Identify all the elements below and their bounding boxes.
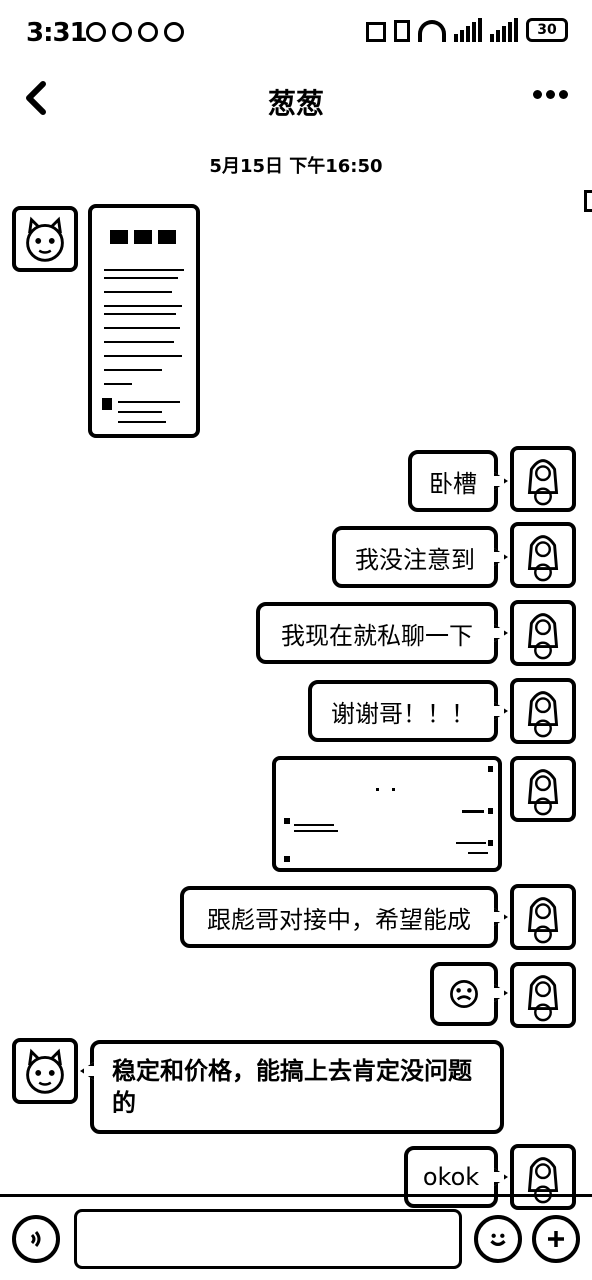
battery-level: 30 [537, 22, 557, 38]
self-avatar[interactable] [510, 962, 576, 1028]
notification-icon [86, 22, 106, 42]
plus-icon [548, 1231, 564, 1247]
self-avatar[interactable] [510, 446, 576, 512]
status-bar: 3:31 30 [0, 0, 592, 66]
girl-avatar-icon [527, 769, 559, 816]
more-dot-icon [546, 90, 555, 99]
emoji-button[interactable] [474, 1215, 522, 1263]
back-button[interactable] [16, 78, 56, 118]
message-bubble-self[interactable]: okok [404, 1146, 498, 1208]
message-image-self[interactable] [272, 756, 502, 872]
self-avatar[interactable] [510, 678, 576, 744]
more-options-button[interactable] [533, 90, 568, 99]
eye-icon [112, 22, 132, 42]
emoji-icon [490, 1233, 506, 1247]
message-bubble-self[interactable]: 跟彪哥对接中，希望能成 [180, 886, 498, 948]
bluetooth-icon [164, 22, 184, 42]
voice-icon [30, 1231, 41, 1247]
signal-icon [454, 18, 482, 42]
mute-icon [366, 22, 386, 42]
message-bubble-self[interactable]: 我现在就私聊一下 [256, 602, 498, 664]
message-bubble-self[interactable]: 我没注意到 [332, 526, 498, 588]
girl-avatar-icon [527, 535, 559, 582]
chat-header: 葱葱 [0, 66, 592, 130]
contact-avatar[interactable] [12, 1038, 78, 1104]
screenshot-thumbnail [102, 230, 184, 423]
message-image-screenshot[interactable] [88, 204, 200, 438]
data-speed-icon [394, 20, 410, 42]
edge-indicator [584, 190, 592, 212]
message-timestamp: 5月15日 下午16:50 [209, 156, 383, 177]
girl-avatar-icon [527, 975, 559, 1022]
cat-avatar-icon [26, 216, 64, 262]
signal-icon-2 [490, 18, 518, 42]
more-functions-button[interactable] [532, 1215, 580, 1263]
voice-input-button[interactable] [12, 1215, 60, 1263]
self-avatar[interactable] [510, 884, 576, 950]
chevron-left-icon [26, 81, 46, 115]
message-input[interactable] [74, 1209, 462, 1269]
contact-avatar[interactable] [12, 206, 78, 272]
message-bubble-contact[interactable]: 稳定和价格，能搞上去肯定没问题的 [90, 1040, 504, 1134]
alarm-icon [138, 22, 158, 42]
self-avatar[interactable] [510, 1144, 576, 1210]
status-notification-icons [86, 22, 184, 42]
girl-avatar-icon [527, 613, 559, 660]
message-bubble-self[interactable]: 谢谢哥！！！ [308, 680, 498, 742]
message-composer [0, 1194, 592, 1280]
status-system-icons: 30 [366, 18, 568, 42]
wifi-icon [418, 20, 446, 42]
more-dot-icon [559, 90, 568, 99]
battery-icon: 30 [526, 18, 568, 42]
self-avatar[interactable] [510, 522, 576, 588]
cat-avatar-icon [26, 1048, 64, 1094]
status-time: 3:31 [26, 18, 88, 48]
chat-title: 葱葱 [267, 87, 324, 120]
self-avatar[interactable] [510, 600, 576, 666]
message-bubble-self[interactable]: 卧槽 [408, 450, 498, 512]
message-sticker[interactable] [430, 962, 498, 1026]
more-dot-icon [533, 90, 542, 99]
chat-screenshot-thumbnail [284, 766, 493, 862]
self-avatar[interactable] [510, 756, 576, 822]
sticker-face-icon [450, 980, 478, 1008]
girl-avatar-icon [527, 897, 559, 944]
girl-avatar-icon [527, 691, 559, 738]
girl-avatar-icon [527, 459, 559, 506]
